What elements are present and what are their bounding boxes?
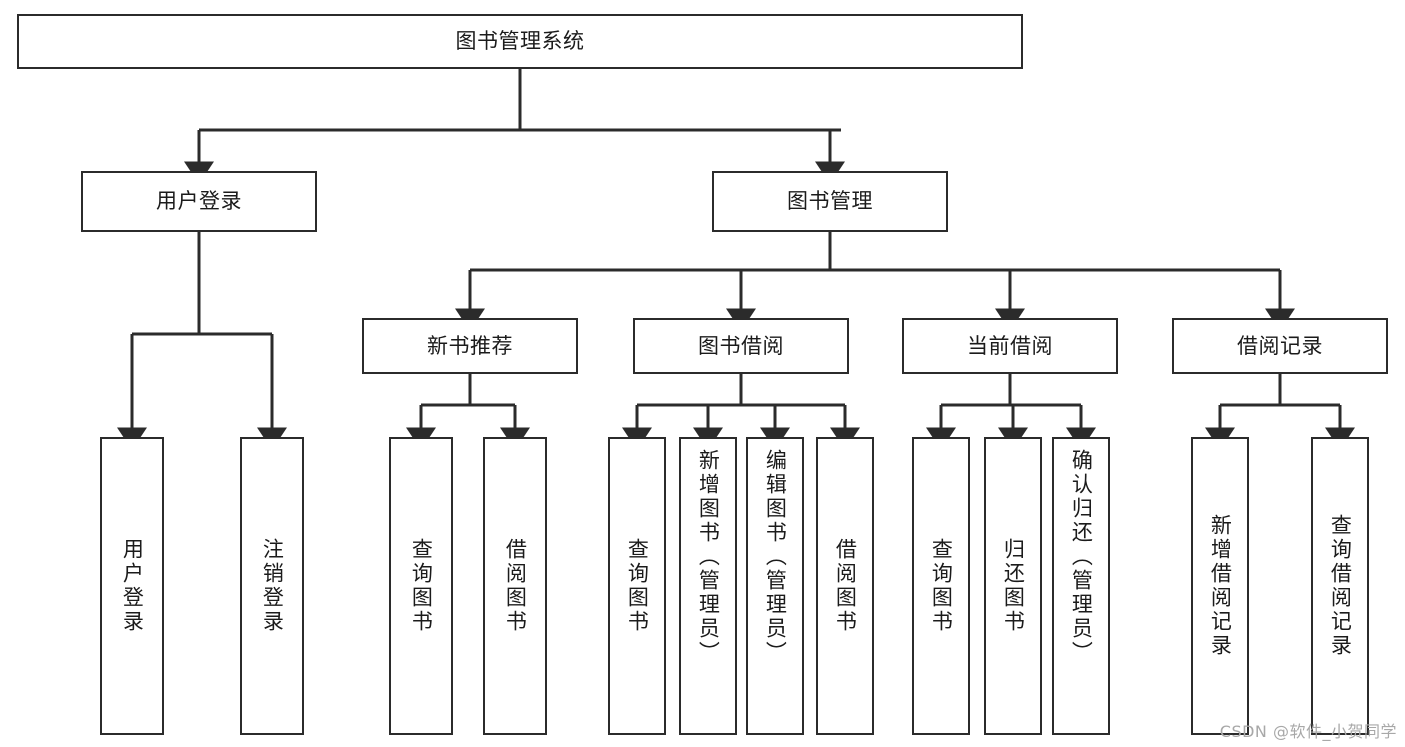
node-leaf-borrow-book[interactable]: 借阅图书: [816, 437, 874, 735]
node-borrow-record[interactable]: 借阅记录: [1172, 318, 1388, 374]
node-leaf-user-logout-label: 注销登录: [260, 538, 285, 634]
node-user-login[interactable]: 用户登录: [81, 171, 317, 232]
node-leaf-add-borrow-record-label: 新增借阅记录: [1208, 514, 1233, 658]
node-leaf-query-book-new[interactable]: 查询图书: [389, 437, 453, 735]
node-new-book-recommend-label: 新书推荐: [427, 333, 513, 358]
node-leaf-return-book[interactable]: 归还图书: [984, 437, 1042, 735]
node-leaf-edit-book-label: 编辑图书（管理员）: [763, 449, 788, 665]
node-leaf-query-book-current[interactable]: 查询图书: [912, 437, 970, 735]
node-leaf-add-borrow-record[interactable]: 新增借阅记录: [1191, 437, 1249, 735]
node-current-borrow-label: 当前借阅: [967, 333, 1053, 358]
node-leaf-add-book-label: 新增图书（管理员）: [696, 449, 721, 665]
node-leaf-edit-book[interactable]: 编辑图书（管理员）: [746, 437, 804, 735]
node-new-book-recommend[interactable]: 新书推荐: [362, 318, 578, 374]
node-leaf-user-logout[interactable]: 注销登录: [240, 437, 304, 735]
node-leaf-query-borrow-record-label: 查询借阅记录: [1328, 514, 1353, 658]
node-leaf-query-book-current-label: 查询图书: [929, 538, 954, 634]
node-book-management[interactable]: 图书管理: [712, 171, 948, 232]
node-root-label: 图书管理系统: [455, 29, 585, 54]
node-book-borrow[interactable]: 图书借阅: [633, 318, 849, 374]
watermark-text: CSDN @软件_小贺同学: [1219, 722, 1397, 741]
node-leaf-confirm-return-label: 确认归还（管理员）: [1069, 449, 1094, 665]
node-leaf-borrow-book-new-label: 借阅图书: [503, 538, 528, 634]
node-borrow-record-label: 借阅记录: [1237, 333, 1323, 358]
node-current-borrow[interactable]: 当前借阅: [902, 318, 1118, 374]
node-leaf-return-book-label: 归还图书: [1001, 538, 1026, 634]
node-leaf-add-book[interactable]: 新增图书（管理员）: [679, 437, 737, 735]
node-leaf-confirm-return[interactable]: 确认归还（管理员）: [1052, 437, 1110, 735]
node-leaf-query-book-new-label: 查询图书: [409, 538, 434, 634]
node-leaf-query-book-borrow-label: 查询图书: [625, 538, 650, 634]
node-leaf-borrow-book-new[interactable]: 借阅图书: [483, 437, 547, 735]
node-root[interactable]: 图书管理系统: [17, 14, 1023, 69]
node-leaf-user-login[interactable]: 用户登录: [100, 437, 164, 735]
node-user-login-label: 用户登录: [156, 189, 242, 214]
node-leaf-user-login-label: 用户登录: [120, 538, 145, 634]
node-leaf-borrow-book-label: 借阅图书: [833, 538, 858, 634]
node-book-borrow-label: 图书借阅: [698, 333, 784, 358]
node-leaf-query-borrow-record[interactable]: 查询借阅记录: [1311, 437, 1369, 735]
node-leaf-query-book-borrow[interactable]: 查询图书: [608, 437, 666, 735]
node-book-management-label: 图书管理: [787, 189, 873, 214]
